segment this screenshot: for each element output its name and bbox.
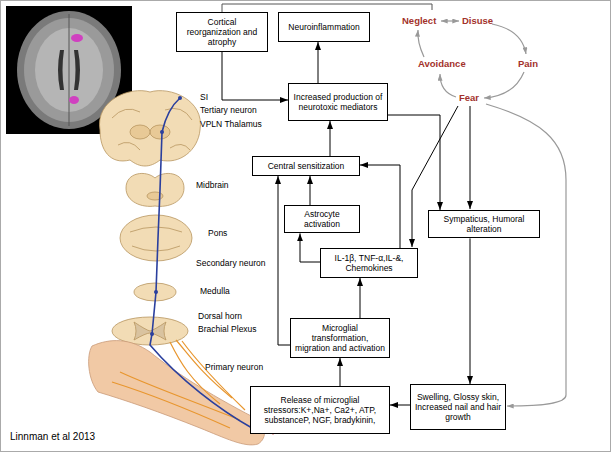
- cycle-arrow: [484, 72, 524, 98]
- fear-arrow: [486, 104, 566, 406]
- box-text: Central sensitization: [257, 161, 355, 171]
- feedback-line: [222, 4, 432, 12]
- connector-arrow: [360, 278, 361, 318]
- connector-arrow: [300, 233, 320, 262]
- behavior-label: Avoidance: [418, 58, 466, 69]
- brain-slice: [100, 91, 201, 166]
- connector-arrow: [360, 165, 400, 248]
- behavior-label: Disuse: [462, 15, 493, 26]
- process-box: Astrocyte activation: [284, 205, 360, 233]
- connector-arrow: [278, 176, 290, 345]
- connector-arrow: [340, 358, 341, 386]
- anatomy-label: Tertiary neuron: [200, 105, 257, 115]
- box-text: Release of microglial stressors:K+,Na+, …: [255, 395, 385, 426]
- process-box: IL-1β, TNF-α,IL-&, Chemokines: [320, 248, 418, 278]
- box-text: Microglial transformation, migration and…: [295, 323, 385, 354]
- anatomy-label: Brachial Plexus: [198, 324, 257, 334]
- brachial-plexus: [112, 340, 245, 428]
- behavior-label: Fear: [459, 92, 479, 103]
- behavior-label: Neglect: [402, 15, 436, 26]
- arm: [89, 341, 265, 445]
- anatomy-label: VPLN Thalamus: [200, 119, 262, 129]
- midbrain-slice: [126, 173, 184, 206]
- process-box: Microglial transformation, migration and…: [290, 318, 390, 358]
- connector-arrow: [318, 42, 319, 83]
- box-text: Astrocyte activation: [289, 209, 355, 229]
- box-text: Cortical reorganization and atrophy: [181, 17, 263, 48]
- anatomy-label: Dorsal horn: [198, 311, 242, 321]
- process-box: Swelling, Glossy skin, Increased nail an…: [410, 384, 506, 430]
- connector-arrow: [470, 238, 471, 384]
- box-text: IL-1β, TNF-α,IL-&, Chemokines: [325, 253, 413, 273]
- process-box: Neuroinflammation: [278, 12, 370, 42]
- pons-slice: [120, 215, 192, 261]
- connector-arrow: [330, 121, 331, 156]
- connector-arrow: [388, 115, 440, 210]
- anatomy-label: Midbrain: [196, 180, 229, 190]
- behavior-label: Pain: [518, 58, 538, 69]
- process-box: Cortical reorganization and atrophy: [176, 12, 268, 52]
- anatomy-label: Medulla: [200, 286, 230, 296]
- neuron-dots: [150, 96, 182, 336]
- anatomy-label: Linnman et al 2013: [10, 431, 95, 443]
- cycle-arrow: [441, 20, 459, 21]
- connector-arrow: [390, 405, 410, 406]
- process-box: Central sensitization: [252, 156, 360, 176]
- anatomy-label: Primary neuron: [205, 362, 263, 372]
- cycle-arrow: [418, 30, 424, 57]
- anatomy-label: Secondary neuron: [196, 258, 265, 268]
- anatomy-label: Pons: [208, 228, 227, 238]
- box-text: Increased production of neurotoxic media…: [293, 92, 383, 112]
- box-text: Neuroinflammation: [283, 22, 365, 32]
- cycle-arrow: [492, 24, 526, 54]
- process-box: Sympaticus, Humoral alteration: [428, 210, 540, 238]
- box-text: Sympaticus, Humoral alteration: [433, 214, 535, 234]
- anatomy-label: SI: [200, 92, 208, 102]
- process-box: Release of microglial stressors:K+,Na+, …: [250, 386, 390, 434]
- fear-arrow: [470, 106, 471, 209]
- connector-arrow: [222, 52, 288, 100]
- box-text: Swelling, Glossy skin, Increased nail an…: [415, 392, 501, 423]
- cycle-arrow: [440, 74, 456, 97]
- connector-arrow: [310, 176, 311, 205]
- process-box: Increased production of neurotoxic media…: [288, 83, 388, 121]
